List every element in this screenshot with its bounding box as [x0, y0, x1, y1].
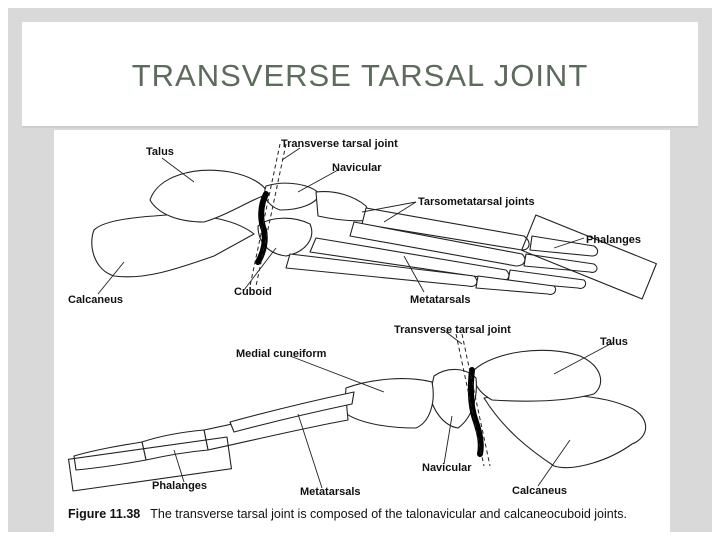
bottom-phalanx-dist	[73, 441, 147, 471]
label-top-tarsometatarsal-joints: Tarsometatarsal joints	[418, 196, 535, 208]
top-metatarsal-2	[349, 221, 526, 267]
label-top-transverse-tarsal-joint: Transverse tarsal joint	[281, 138, 398, 150]
figure-caption-text: The transverse tarsal joint is composed …	[150, 507, 627, 521]
bottom-phalanges-box	[68, 436, 232, 492]
top-axis-dash-b	[255, 143, 287, 287]
bottom-metatarsal-2	[229, 391, 355, 433]
top-metatarsal-5	[285, 253, 478, 287]
label-bottom-transverse-tarsal-joint: Transverse tarsal joint	[394, 324, 511, 336]
label-bottom-phalanges: Phalanges	[152, 480, 208, 492]
bottom-phalanx-prox	[141, 429, 209, 461]
figure-caption: Figure 11.38 The transverse tarsal joint …	[68, 508, 668, 521]
bottom-axis-dash-a	[455, 333, 485, 467]
bottom-medial-cuneiform	[343, 378, 434, 429]
bottom-axis-dash-b	[461, 333, 491, 467]
bottom-transverse-joint-line	[467, 367, 484, 457]
foot-diagram	[68, 143, 657, 492]
top-phalanx-1	[529, 235, 599, 257]
bottom-talus-bone	[473, 349, 602, 402]
label-top-phalanges: Phalanges	[586, 234, 642, 246]
top-calcaneus-bone	[91, 214, 255, 278]
slide-title: TRANSVERSE TARSAL JOINT	[131, 58, 589, 93]
top-phalanx-2	[523, 253, 598, 273]
top-transverse-joint-line	[255, 191, 269, 265]
label-bottom-talus: Talus	[600, 336, 628, 348]
label-bottom-navicular: Navicular	[422, 462, 472, 474]
top-phalanges-box	[521, 214, 657, 300]
label-top-calcaneus: Calcaneus	[68, 294, 124, 306]
figure-number: Figure 11.38	[68, 507, 141, 521]
title-box: TRANSVERSE TARSAL JOINT	[22, 22, 698, 128]
top-navicular-bone	[264, 182, 321, 211]
label-top-metatarsals: Metatarsals	[410, 294, 471, 306]
label-bottom-medial-cuneiform: Medial cuneiform	[236, 348, 327, 360]
top-axis-dash-a	[249, 143, 281, 287]
label-top-cuboid: Cuboid	[234, 286, 272, 298]
label-top-navicular: Navicular	[332, 162, 382, 174]
top-talus-bone	[149, 169, 269, 223]
top-phalanx-5	[475, 275, 557, 295]
figure-panel: Transverse tarsal joint Talus Navicular …	[54, 130, 670, 532]
label-bottom-metatarsals: Metatarsals	[300, 486, 361, 498]
top-phalanx-3	[507, 269, 587, 289]
label-bottom-calcaneus: Calcaneus	[512, 485, 568, 497]
label-top-talus: Talus	[146, 146, 174, 158]
bottom-calcaneus-bone	[483, 393, 647, 469]
